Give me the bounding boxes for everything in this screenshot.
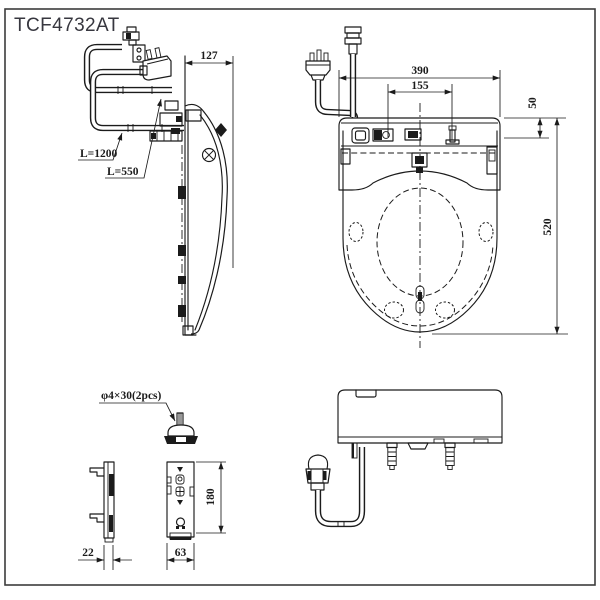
hinge-mark — [215, 123, 227, 137]
dim-50: 50 — [504, 97, 566, 139]
dim-127-label: 127 — [200, 50, 218, 62]
mount-bolt-right — [444, 442, 456, 470]
dim-520: 520 — [432, 118, 568, 335]
dim-22-label: 22 — [82, 547, 94, 559]
screw-detail: φ4×30(2pcs) — [99, 390, 198, 444]
dim-155: 155 — [387, 80, 453, 140]
rear-view — [305, 389, 503, 528]
water-hose-length-label: L=550 — [105, 98, 162, 179]
bumper-left — [348, 222, 364, 242]
screw — [164, 412, 198, 444]
mount-bolt-left — [386, 442, 398, 470]
model-number: TCF4732AT — [14, 15, 120, 36]
top-notch — [355, 389, 377, 398]
plate-side-view: 22 — [78, 461, 132, 570]
bumper-front-right — [435, 301, 455, 319]
hose-connector — [305, 454, 331, 491]
dim-520-label: 520 — [542, 218, 554, 236]
center-bracket — [407, 442, 429, 450]
plate-hook-lower — [89, 513, 105, 523]
screw-mark — [201, 147, 217, 163]
sheet-border — [4, 8, 596, 586]
power-cord-length-label: L=1200 — [78, 132, 123, 161]
mount-hooks — [178, 186, 186, 317]
plate-hook-upper — [89, 467, 105, 477]
water-inlet-connector — [122, 26, 146, 63]
side-view: 127 L=1200 L=550 — [78, 26, 234, 336]
water-hose-length-text: L=550 — [107, 166, 139, 178]
dim-180-label: 180 — [205, 488, 217, 506]
bumper-front-left — [384, 301, 404, 319]
dim-63: 63 — [166, 543, 195, 570]
dim-50-label: 50 — [527, 97, 539, 109]
left-latch — [340, 148, 351, 165]
seat-side-profile — [178, 55, 228, 336]
power-cord-length-text: L=1200 — [80, 148, 117, 160]
dim-63-label: 63 — [175, 547, 187, 559]
dim-180: 180 — [196, 461, 226, 534]
screw-spec-label: φ4×30(2pcs) — [101, 390, 162, 402]
top-power-plug — [305, 49, 331, 81]
keyhole-slot — [175, 517, 186, 529]
center-fitting — [404, 128, 422, 141]
mount-bolt-mark — [445, 125, 460, 145]
dim-127: 127 — [185, 50, 234, 268]
rear-housing — [338, 117, 501, 191]
supply-connector — [372, 128, 394, 142]
plate-front-view: 63 180 — [166, 461, 226, 570]
dim-390-label: 390 — [411, 65, 429, 77]
drain-tab — [351, 442, 358, 459]
power-plug — [139, 47, 172, 81]
bumper-right — [478, 222, 494, 242]
dim-155-label: 155 — [411, 80, 429, 92]
valve-assembly — [149, 100, 202, 142]
dim-390: 390 — [338, 65, 501, 117]
top-view: 390 155 50 520 — [305, 26, 568, 348]
dim-22: 22 — [78, 545, 132, 570]
control-button — [351, 127, 370, 144]
rear-body — [337, 389, 503, 444]
